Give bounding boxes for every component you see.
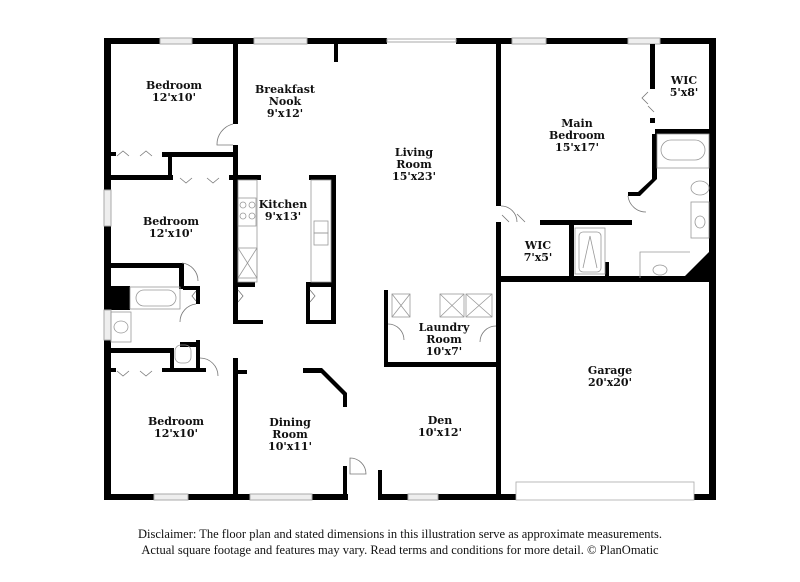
room-dims: 12'x10' xyxy=(149,227,193,240)
room-name: Den xyxy=(427,414,453,427)
fixtures xyxy=(110,133,710,501)
room-dims: 20'x20' xyxy=(588,376,632,389)
doors xyxy=(116,91,655,475)
room-label-bedroom-1: Bedroom 12'x10' xyxy=(146,80,202,104)
exterior-walls xyxy=(104,38,716,500)
room-label-bedroom-3: Bedroom 12'x10' xyxy=(148,416,204,440)
room-name-line-2: Bedroom xyxy=(548,129,606,142)
room-dims: 15'x23' xyxy=(392,170,436,183)
room-name-line-1: Main xyxy=(561,117,593,130)
disclaimer: Disclaimer: The floor plan and stated di… xyxy=(0,526,800,558)
room-name-line-2: Room xyxy=(272,428,308,441)
room-dims: 7'x5' xyxy=(523,251,553,264)
room-dims: 15'x17' xyxy=(555,141,599,154)
room-name: Bedroom xyxy=(145,79,203,92)
room-name: Garage xyxy=(587,364,633,377)
room-label-den: Den 10'x12' xyxy=(418,415,462,439)
room-name-line-2: Nook xyxy=(268,95,302,108)
room-name: Bedroom xyxy=(147,415,205,428)
room-label-dining-room: Dining Room 10'x11' xyxy=(268,417,312,453)
room-dims: 10'x11' xyxy=(268,440,312,453)
room-dims: 9'x13' xyxy=(264,210,302,223)
room-label-bedroom-2: Bedroom 12'x10' xyxy=(143,216,199,240)
windows xyxy=(103,37,661,501)
disclaimer-line-1: Disclaimer: The floor plan and stated di… xyxy=(138,527,662,541)
room-dims: 9'x12' xyxy=(266,107,304,120)
room-dims: 5'x8' xyxy=(669,86,699,99)
room-name-line-2: Room xyxy=(426,333,462,346)
room-dims: 10'x7' xyxy=(425,345,463,358)
room-label-garage: Garage 20'x20' xyxy=(588,365,632,389)
room-label-kitchen: Kitchen 9'x13' xyxy=(259,199,308,223)
interior-walls xyxy=(111,44,709,500)
disclaimer-line-2: Actual square footage and features may v… xyxy=(141,543,659,557)
room-dims: 10'x12' xyxy=(418,426,462,439)
room-label-living-room: Living Room 15'x23' xyxy=(392,147,436,183)
room-dims: 12'x10' xyxy=(154,427,198,440)
room-dims: 12'x10' xyxy=(152,91,196,104)
room-label-main-bedroom: Main Bedroom 15'x17' xyxy=(549,118,605,154)
room-name: Bedroom xyxy=(142,215,200,228)
room-label-wic-main: WIC 5'x8' xyxy=(670,75,699,99)
room-name-line-1: Laundry xyxy=(418,321,470,334)
room-label-breakfast-nook: Breakfast Nook 9'x12' xyxy=(255,84,315,120)
room-label-wic-small: WIC 7'x5' xyxy=(524,240,553,264)
room-name-line-1: Breakfast xyxy=(255,83,315,96)
room-label-laundry-room: Laundry Room 10'x7' xyxy=(419,322,470,358)
room-name: WIC xyxy=(524,239,552,252)
room-name: Kitchen xyxy=(258,198,308,211)
room-name: WIC xyxy=(670,74,698,87)
room-name-line-1: Dining xyxy=(269,416,311,429)
room-name-line-1: Living xyxy=(394,146,434,159)
room-name-line-2: Room xyxy=(396,158,432,171)
